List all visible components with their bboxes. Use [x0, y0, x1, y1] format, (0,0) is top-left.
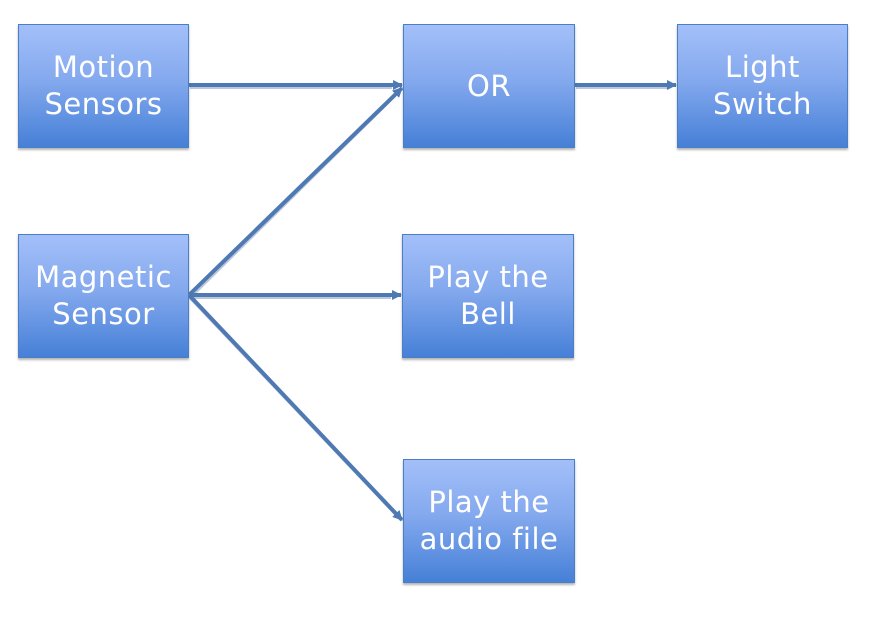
node-label-line: Bell — [460, 297, 516, 331]
node-magnetic-sensor: Magnetic Sensor — [18, 234, 189, 358]
node-play-bell: Play the Bell — [402, 234, 574, 358]
edge-magnetic-to-or — [187, 86, 404, 297]
node-label-line: audio file — [419, 522, 559, 556]
node-label-line: Sensor — [52, 297, 155, 331]
node-label-line: OR — [467, 68, 511, 103]
node-motion-sensors: Motion Sensors — [18, 24, 189, 148]
node-label-line: Play the — [428, 485, 550, 519]
edge-magnetic-to-audio — [187, 293, 404, 522]
node-label-line: Light — [725, 50, 800, 84]
node-light-switch: Light Switch — [677, 24, 848, 148]
node-label-line: Play the — [427, 260, 549, 294]
node-or-gate: OR — [403, 24, 575, 148]
node-play-audio: Play the audio file — [403, 459, 575, 583]
node-label-line: Switch — [713, 87, 812, 121]
node-label-line: Motion — [52, 50, 155, 84]
node-label-line: Magnetic — [35, 260, 172, 294]
node-label-line: Sensors — [44, 87, 163, 121]
